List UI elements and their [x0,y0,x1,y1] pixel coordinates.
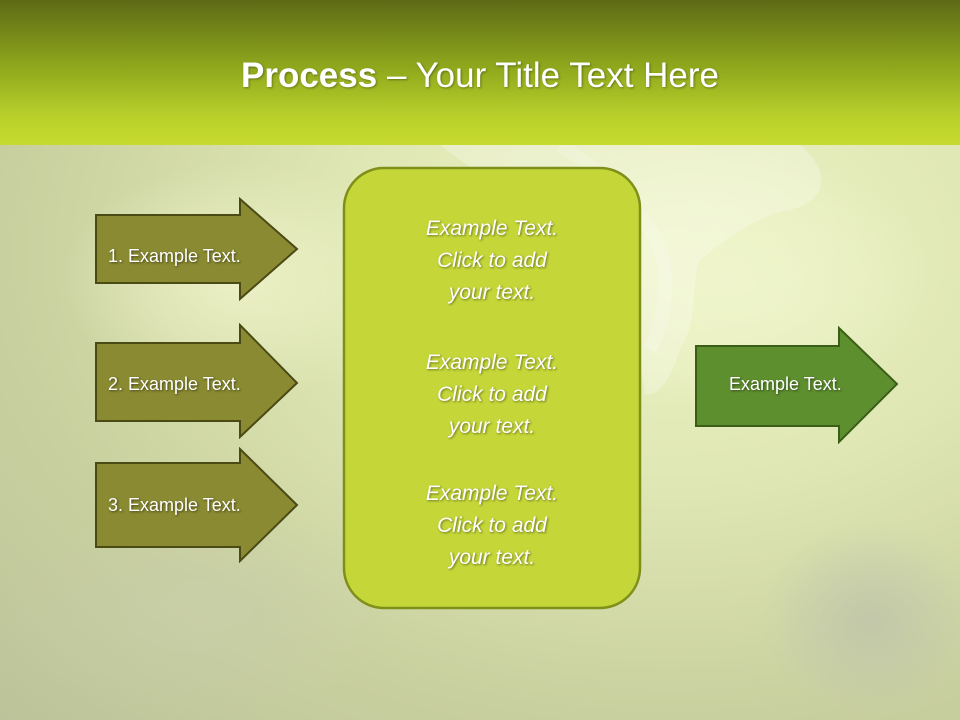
paragraph-line: Example Text. [425,482,559,505]
paragraph-line: your text. [448,415,536,438]
center-paragraph-2: Example Text. Click to add your text. [344,347,640,443]
paragraph-line: your text. [448,546,536,569]
paragraph-line: Click to add [437,383,547,406]
title-bold: Process [241,56,378,95]
center-content-box[interactable] [342,166,644,612]
background-shade [760,520,960,720]
paragraph-line: Click to add [437,249,547,272]
process-arrow-2[interactable] [94,323,300,439]
process-arrow-3[interactable] [94,447,300,563]
header-band [0,0,960,145]
process-arrow-1[interactable] [94,197,300,301]
paragraph-line: Click to add [437,514,547,537]
output-arrow[interactable] [694,326,900,444]
title-rest: – Your Title Text Here [377,56,719,95]
process-arrow-2-label: 2. Example Text. [108,374,241,394]
process-arrow-3-label: 3. Example Text. [108,495,241,515]
slide-title[interactable]: Process – Your Title Text Here [0,54,960,98]
process-arrow-1-label: 1. Example Text. [108,246,241,266]
paragraph-line: Example Text. [425,217,559,240]
paragraph-line: Example Text. [425,351,559,374]
output-arrow-label: Example Text. [729,374,842,394]
center-paragraph-3: Example Text. Click to add your text. [344,478,640,574]
center-paragraph-1: Example Text. Click to add your text. [344,213,640,309]
paragraph-line: your text. [448,281,536,304]
